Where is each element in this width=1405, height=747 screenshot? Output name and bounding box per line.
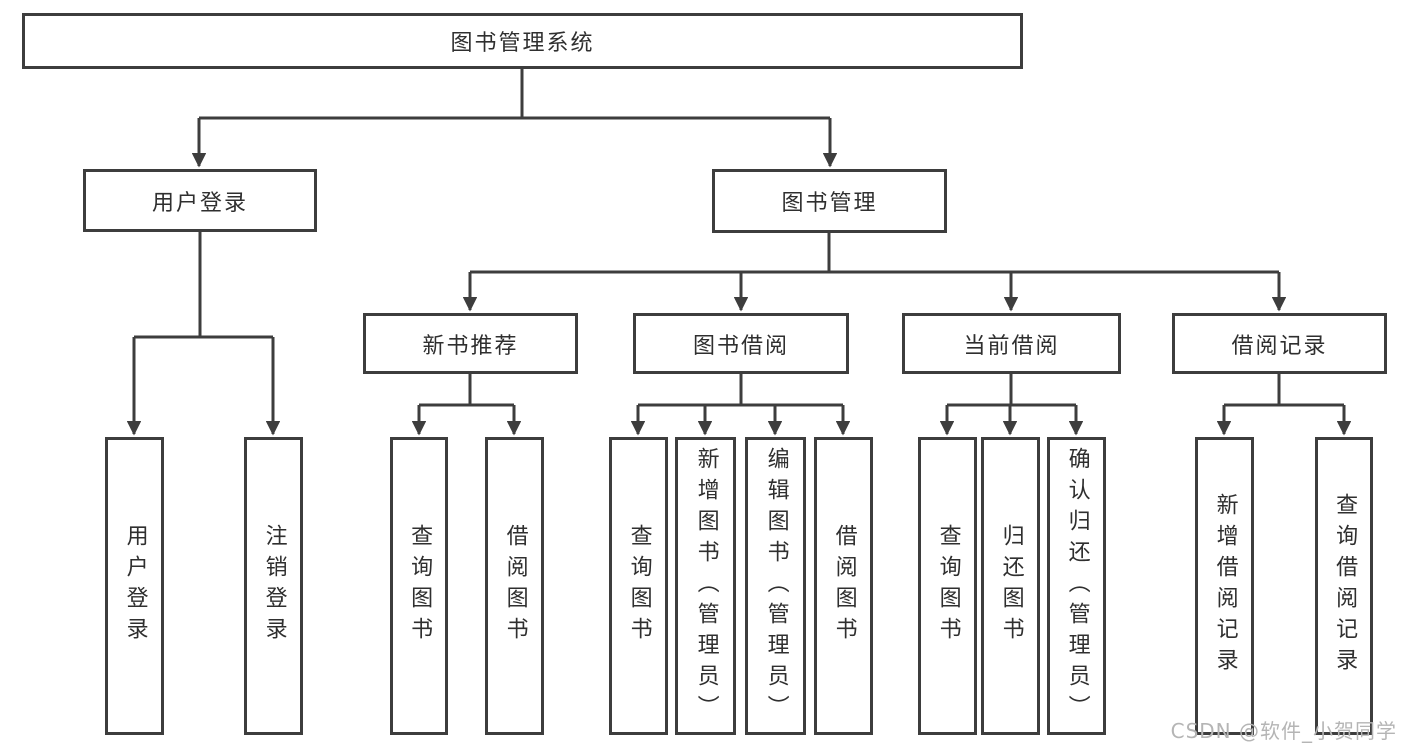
node-borrow-records: 借阅记录 (1172, 313, 1387, 374)
node-new-book-recommend-label: 新书推荐 (422, 333, 519, 359)
leaf-borrow-books-1: 借阅图书 (485, 437, 544, 735)
node-root-label: 图书管理系统 (450, 31, 595, 56)
node-user-login: 用户登录 (83, 169, 317, 232)
node-root: 图书管理系统 (22, 13, 1023, 69)
leaf-return-book: 归还图书 (981, 437, 1040, 735)
leaf-user-login: 用户登录 (105, 437, 164, 735)
csdn-watermark: CSDN @软件_小贺同学 (1170, 719, 1397, 743)
node-current-borrow-label: 当前借阅 (963, 333, 1060, 359)
leaf-query-books-1: 查询图书 (390, 437, 448, 735)
leaf-confirm-return-admin: 确认归还（管理员） (1047, 437, 1106, 735)
leaf-logout: 注销登录 (244, 437, 303, 735)
leaf-return-book-label: 归还图书 (998, 524, 1024, 648)
leaf-borrow-books-2: 借阅图书 (814, 437, 873, 735)
node-book-borrow: 图书借阅 (633, 313, 849, 374)
leaf-logout-label: 注销登录 (261, 524, 287, 648)
leaf-query-borrow-record-label: 查询借阅记录 (1332, 493, 1358, 679)
leaf-query-borrow-record: 查询借阅记录 (1315, 437, 1373, 735)
leaf-borrow-books-1-label: 借阅图书 (502, 524, 528, 648)
leaf-user-login-label: 用户登录 (122, 524, 148, 648)
node-new-book-recommend: 新书推荐 (363, 313, 578, 374)
leaf-add-book-admin: 新增图书（管理员） (675, 437, 736, 735)
leaf-borrow-books-2-label: 借阅图书 (831, 524, 857, 648)
leaf-query-books-2-label: 查询图书 (626, 524, 652, 648)
node-current-borrow: 当前借阅 (902, 313, 1121, 374)
leaf-query-books-3-label: 查询图书 (935, 524, 961, 648)
node-book-management: 图书管理 (712, 169, 947, 233)
leaf-edit-book-admin-label: 编辑图书（管理员） (763, 446, 789, 726)
leaf-confirm-return-admin-label: 确认归还（管理员） (1064, 446, 1090, 726)
leaf-add-borrow-record-label: 新增借阅记录 (1212, 493, 1238, 679)
leaf-query-books-1-label: 查询图书 (407, 524, 433, 648)
node-book-management-label: 图书管理 (781, 191, 878, 216)
node-user-login-label: 用户登录 (151, 190, 248, 216)
leaf-add-book-admin-label: 新增图书（管理员） (693, 446, 719, 726)
node-book-borrow-label: 图书借阅 (692, 333, 789, 359)
leaf-add-borrow-record: 新增借阅记录 (1195, 437, 1254, 735)
leaf-query-books-3: 查询图书 (918, 437, 977, 735)
node-borrow-records-label: 借阅记录 (1231, 333, 1328, 359)
leaf-query-books-2: 查询图书 (609, 437, 668, 735)
leaf-edit-book-admin: 编辑图书（管理员） (745, 437, 806, 735)
